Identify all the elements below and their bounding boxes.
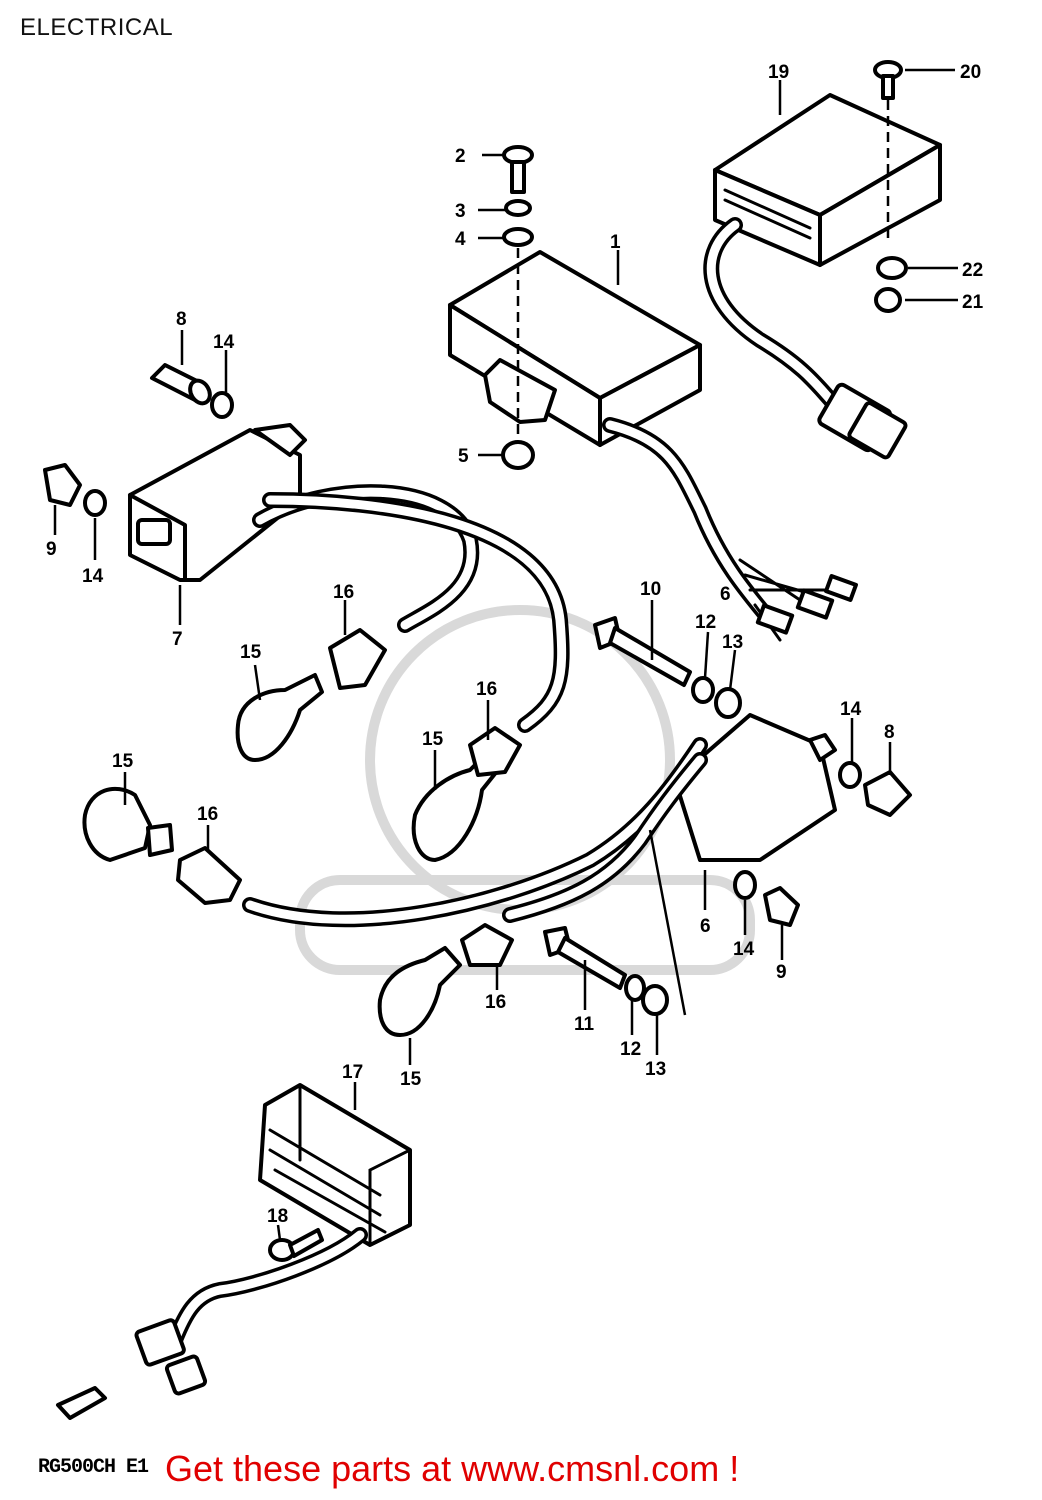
callout-14-c: 14 <box>840 699 862 720</box>
screw-18-lower[interactable] <box>268 1228 324 1262</box>
callout-14-d: 14 <box>733 939 755 960</box>
callout-9-a: 9 <box>46 539 57 560</box>
part-17-regulator[interactable] <box>258 1083 412 1247</box>
callout-labels: 1 2 3 4 5 6 6 7 8 8 9 9 10 11 12 12 13 1… <box>46 62 984 1227</box>
washer-22[interactable] <box>876 256 908 280</box>
callout-11: 11 <box>574 1014 595 1035</box>
callout-21: 21 <box>962 292 984 313</box>
leader-lines <box>53 68 958 1241</box>
callout-15-d: 15 <box>400 1069 422 1090</box>
part-19-igniter[interactable] <box>713 93 942 267</box>
callout-16-d: 16 <box>485 992 506 1013</box>
grommet-9-lower[interactable] <box>763 886 800 927</box>
callout-16-c: 16 <box>197 804 218 825</box>
part-7-hightension-leads <box>252 484 570 733</box>
callout-15-c: 15 <box>112 751 134 772</box>
cap-16-d[interactable] <box>460 923 514 967</box>
callout-14-b: 14 <box>82 566 104 587</box>
callout-15-b: 15 <box>422 729 444 750</box>
washer-4[interactable] <box>502 227 534 247</box>
part-1-cdi-unit[interactable] <box>448 250 702 447</box>
plug-cap-15-c[interactable] <box>82 786 174 862</box>
lock-washer-3[interactable] <box>504 199 532 217</box>
part-17-harness <box>134 1227 368 1396</box>
washer-13-upper[interactable] <box>714 687 742 719</box>
bolt-10[interactable] <box>593 616 692 687</box>
grommet-9-upper[interactable] <box>43 463 82 507</box>
washer-14-left[interactable] <box>83 489 107 517</box>
callout-14-a: 14 <box>213 332 235 353</box>
callout-4: 4 <box>455 229 466 250</box>
callout-22: 22 <box>962 260 983 281</box>
screw-2[interactable] <box>502 145 534 194</box>
model-code: RG500CH E1 <box>38 1456 149 1479</box>
promo-link[interactable]: Get these parts at www.cmsnl.com ! <box>165 1448 740 1489</box>
callout-19: 19 <box>768 62 789 83</box>
grommet-lower-left[interactable] <box>56 1386 107 1420</box>
nut-5[interactable] <box>501 440 535 470</box>
callout-3: 3 <box>455 201 466 222</box>
bolt-11[interactable] <box>543 926 627 990</box>
callout-20: 20 <box>960 62 981 83</box>
callout-6-a: 6 <box>700 916 711 937</box>
washer-14-right[interactable] <box>838 761 862 789</box>
callout-9-b: 9 <box>776 962 787 983</box>
callout-10: 10 <box>640 579 661 600</box>
cap-16-b[interactable] <box>468 726 522 777</box>
cap-16-c[interactable] <box>176 846 242 905</box>
part-1-harness <box>602 417 858 642</box>
callout-12-b: 12 <box>620 1039 641 1060</box>
callout-5: 5 <box>458 446 469 467</box>
screw-20[interactable] <box>873 60 903 100</box>
callout-18: 18 <box>267 1206 288 1227</box>
callout-8-b: 8 <box>884 722 895 743</box>
callout-6-b: 6 <box>720 584 731 605</box>
spacer-8-upper[interactable] <box>150 363 214 407</box>
callout-13-a: 13 <box>722 632 743 653</box>
callout-13-b: 13 <box>645 1059 666 1080</box>
callout-2: 2 <box>455 146 466 167</box>
plug-cap-15-d[interactable] <box>377 946 462 1037</box>
nut-21[interactable] <box>874 287 902 313</box>
washer-13-lower[interactable] <box>641 984 669 1016</box>
washer-12-lower[interactable] <box>624 974 646 1002</box>
plug-cap-15-b[interactable] <box>411 753 500 862</box>
callout-15-a: 15 <box>240 642 262 663</box>
callout-7: 7 <box>172 629 183 650</box>
callout-1: 1 <box>610 232 621 253</box>
lower-hightension-leads <box>242 737 708 928</box>
part-7-ignition-coil[interactable] <box>128 423 307 582</box>
plug-cap-15-a[interactable] <box>235 673 324 762</box>
ignition-coil-right[interactable] <box>673 713 837 862</box>
callout-8-a: 8 <box>176 309 187 330</box>
callout-12-a: 12 <box>695 612 716 633</box>
callout-16-b: 16 <box>476 679 497 700</box>
cap-16-a[interactable] <box>328 628 387 690</box>
page-title: ELECTRICAL <box>20 14 174 41</box>
part-19-harness <box>703 217 908 460</box>
washer-12-upper[interactable] <box>691 676 715 704</box>
spacer-8-right[interactable] <box>863 770 912 817</box>
washer-14-upper[interactable] <box>210 391 234 419</box>
callout-17: 17 <box>342 1062 363 1083</box>
callout-16-a: 16 <box>333 582 354 603</box>
washer-14-lower-right[interactable] <box>733 870 757 900</box>
